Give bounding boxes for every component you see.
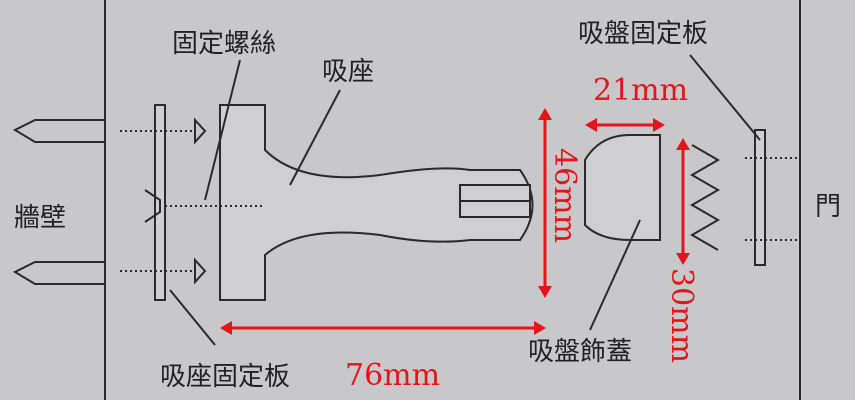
door-screws bbox=[745, 157, 800, 241]
door-fixing-plate bbox=[754, 129, 766, 266]
dimension-76mm-arrow bbox=[220, 321, 546, 335]
dimension-46mm-arrow bbox=[538, 108, 552, 298]
label-base: 吸座 bbox=[322, 57, 374, 87]
label-base-plate: 吸座固定板 bbox=[160, 362, 290, 392]
dimension-21mm: 21mm bbox=[593, 73, 688, 108]
leader-door-plate bbox=[689, 54, 761, 141]
screw-top bbox=[120, 117, 207, 145]
label-fixing-screw: 固定螺絲 bbox=[172, 29, 276, 59]
dimension-30mm: 30mm bbox=[664, 268, 699, 363]
base-body bbox=[219, 104, 534, 301]
screw-middle bbox=[144, 189, 262, 223]
label-door-plate: 吸盤固定板 bbox=[578, 19, 708, 49]
leader-screw bbox=[204, 59, 241, 201]
label-wall: 牆壁 bbox=[14, 203, 66, 233]
dimension-30mm-arrow bbox=[676, 138, 690, 265]
dimension-21mm-arrow bbox=[585, 118, 665, 132]
wall-anchor-bottom bbox=[12, 261, 105, 285]
leader-base-plate bbox=[169, 289, 216, 346]
label-door: 門 bbox=[815, 192, 841, 222]
dimension-76mm: 76mm bbox=[345, 358, 440, 393]
wall-anchor-top bbox=[12, 119, 105, 143]
leader-base bbox=[289, 89, 341, 186]
label-cup-cover: 吸盤飾蓋 bbox=[528, 337, 632, 367]
spring bbox=[689, 144, 721, 251]
screw-bottom bbox=[120, 257, 207, 285]
suction-cup-cover bbox=[584, 134, 661, 241]
dimension-46mm: 46mm bbox=[547, 148, 582, 243]
leader-cup-cover bbox=[589, 219, 641, 331]
